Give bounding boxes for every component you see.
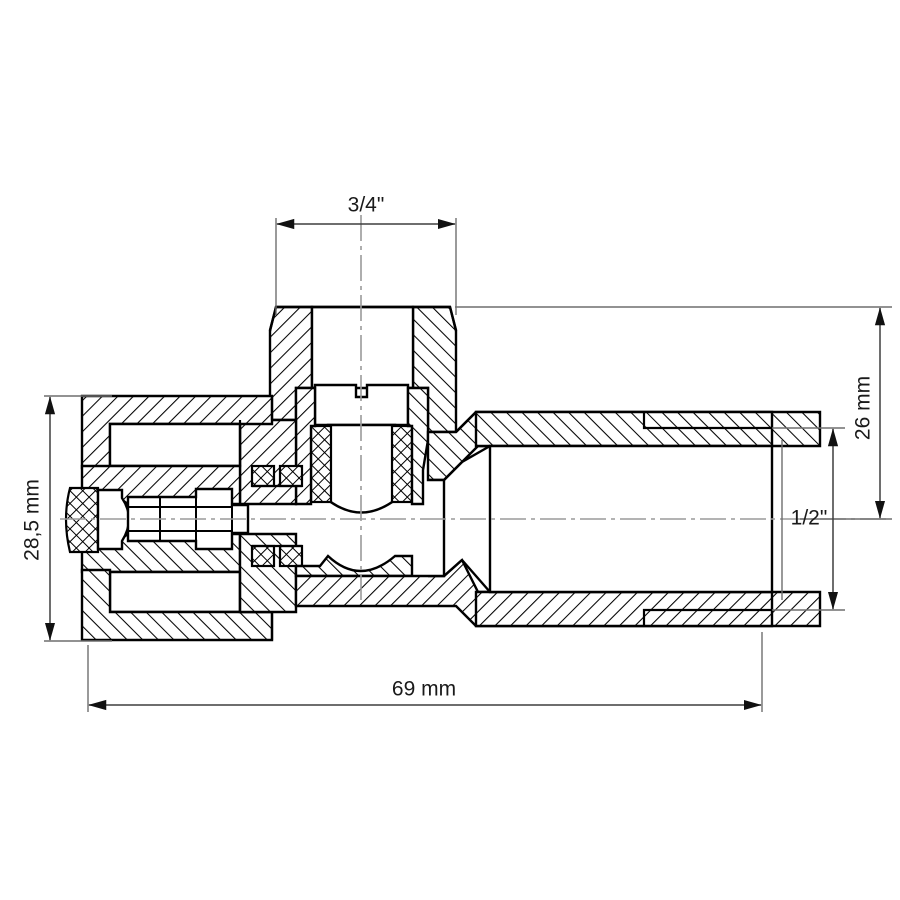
oring-upper-a (250, 464, 276, 488)
dimension-top-inlet: 3/4" (275, 194, 457, 315)
bonnet-inner-shoulder-right (406, 386, 430, 506)
bonnet-inner-cavity (310, 305, 415, 390)
dimension-overall-length: 69 mm (87, 632, 763, 712)
body-upper-left-block (238, 418, 298, 506)
dim-label-top-inlet: 3/4" (348, 194, 385, 217)
oring-lower-a (250, 544, 276, 568)
central-seal-group (250, 464, 304, 568)
top-bonnet-assembly (268, 305, 458, 434)
dimension-left-height: 28,5 mm (21, 395, 112, 642)
center-lines (60, 215, 890, 600)
body-detail-lines (238, 396, 302, 640)
outlet-neck-outline (428, 478, 446, 578)
valve-body-geometry (64, 305, 822, 642)
valve-stem-assembly (294, 383, 430, 514)
oring-upper-b (278, 464, 304, 488)
handle-end-seal (64, 486, 100, 554)
oring-lower-b (278, 544, 304, 568)
dim-label-left-height: 28,5 mm (21, 479, 44, 561)
outlet-wall-upper (474, 410, 774, 448)
bonnet-top-edge (268, 305, 458, 332)
dimension-right-height: 26 mm (455, 306, 892, 520)
outlet-thread-relief (642, 412, 772, 626)
handle-cavity-upper (108, 422, 242, 468)
dim-label-outlet-thread: 1/2" (791, 507, 828, 530)
dimension-outlet-thread: 1/2" (772, 427, 845, 611)
stem-packing-left (309, 424, 333, 504)
outlet-shoulder-lines (443, 411, 491, 593)
handle-cavity-lower (108, 570, 242, 614)
dim-label-right-height: 26 mm (852, 376, 875, 440)
body-lower-seat-block (294, 554, 414, 578)
outlet-pipe-assembly (428, 410, 774, 628)
stem-packing-right (390, 424, 414, 504)
dim-label-overall-length: 69 mm (392, 678, 456, 701)
